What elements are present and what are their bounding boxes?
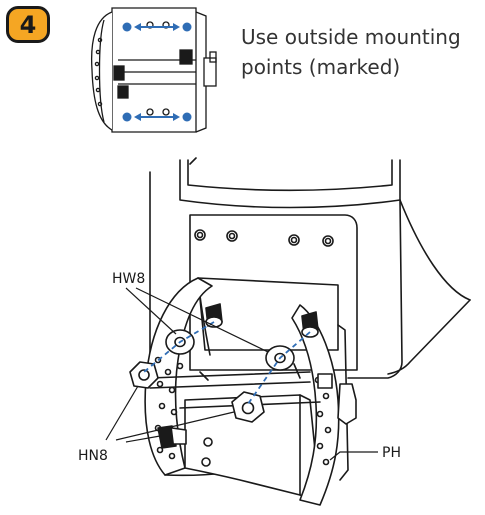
instruction-text: Use outside mounting points (marked) bbox=[241, 25, 461, 79]
step-number: 4 bbox=[19, 10, 37, 39]
step-number-badge: 4 bbox=[6, 6, 50, 43]
marked-mounting-point bbox=[182, 112, 192, 122]
label-hn8: HN8 bbox=[78, 448, 108, 464]
marked-mounting-point bbox=[122, 22, 132, 32]
bracket-assembly-diagram bbox=[129, 157, 471, 506]
marked-mounting-point bbox=[122, 112, 132, 122]
label-ph: PH bbox=[382, 445, 401, 461]
label-hw8: HW8 bbox=[112, 271, 145, 287]
marked-mounting-point bbox=[182, 22, 192, 32]
